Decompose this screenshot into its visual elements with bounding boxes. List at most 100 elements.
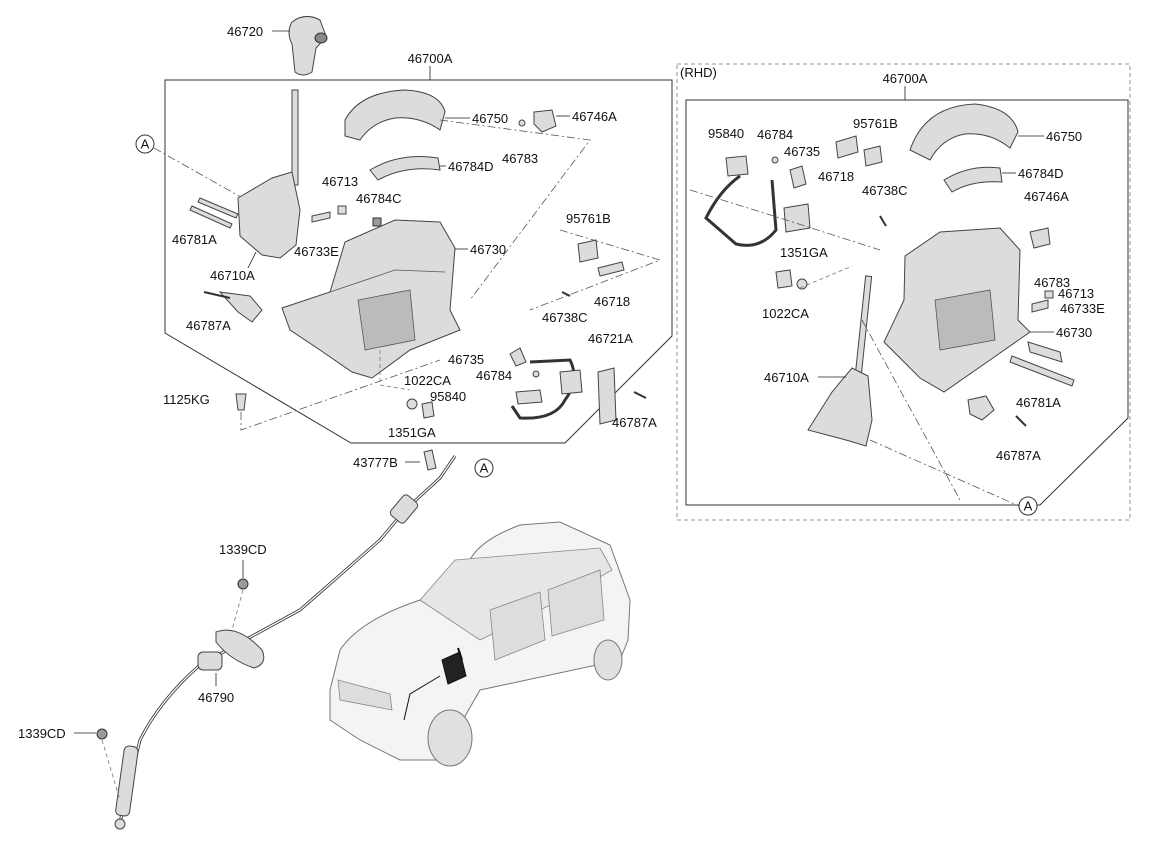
ref-marker-a-cable[interactable] xyxy=(474,458,494,478)
shift-cover[interactable] xyxy=(344,89,446,141)
rhd-cover[interactable] xyxy=(909,103,1019,161)
label-clip-18[interactable]: 46718 xyxy=(594,294,630,309)
rhd-label-pin-bar[interactable]: 46781A xyxy=(1016,395,1061,410)
rhd-pin-bar[interactable] xyxy=(1009,341,1075,387)
label-nut-lower[interactable]: 1339CD xyxy=(18,726,66,741)
rhd-label-sensor-b[interactable]: 95761B xyxy=(853,116,898,131)
rhd-label-bolt-c[interactable]: 46738C xyxy=(862,183,908,198)
rhd-label-bolt-a[interactable]: 46787A xyxy=(996,448,1041,463)
bolt-c[interactable] xyxy=(561,291,571,297)
rhd-nut[interactable] xyxy=(796,278,808,290)
rhd-switch[interactable] xyxy=(789,165,807,189)
label-pin-bar[interactable]: 46781A xyxy=(172,232,217,247)
rhd-sensor-b[interactable] xyxy=(863,145,883,167)
pin-bar[interactable] xyxy=(189,197,239,229)
shift-lever[interactable] xyxy=(237,89,301,259)
shift-cable[interactable] xyxy=(114,455,457,830)
bracket-a[interactable] xyxy=(597,367,617,425)
label-screw[interactable]: 1125KG xyxy=(163,392,210,407)
rhd-group-label[interactable]: 46700A xyxy=(883,71,928,86)
rhd-label-bracket-e[interactable]: 46733E xyxy=(1060,301,1105,316)
label-nut[interactable]: 1351GA xyxy=(388,425,436,440)
label-bushing[interactable]: 1022CA xyxy=(404,373,451,388)
shift-knob[interactable] xyxy=(288,16,328,76)
label-bolt-right[interactable]: 46787A xyxy=(612,415,657,430)
sensor-b[interactable] xyxy=(577,239,599,263)
nut-1339cd-lower[interactable] xyxy=(96,728,108,740)
left-assembly: 46700A A 46720 46710A 46781A 46750 xyxy=(135,16,673,444)
rhd-label-lever[interactable]: 46710A xyxy=(764,370,809,385)
label-pin-84[interactable]: 46784 xyxy=(476,368,512,383)
rhd-label-indicator[interactable]: 46784D xyxy=(1018,166,1064,181)
label-bracket-e[interactable]: 46733E xyxy=(294,244,339,259)
bushing-1022ca[interactable] xyxy=(421,401,435,419)
label-pin-c[interactable]: 46784C xyxy=(356,191,402,206)
rhd-indicator[interactable] xyxy=(943,166,1003,193)
label-nut-upper[interactable]: 1339CD xyxy=(219,542,267,557)
clip-46718[interactable] xyxy=(597,261,625,277)
rhd-label-pin-84[interactable]: 46784 xyxy=(757,127,793,142)
rhd-tag[interactable]: (RHD) xyxy=(680,65,717,80)
rhd-bush-a[interactable] xyxy=(1044,290,1054,299)
label-switch[interactable]: 46735 xyxy=(448,352,484,367)
label-cover-clip[interactable]: 46746A xyxy=(572,109,617,124)
rhd-label-cover-clip[interactable]: 46746A xyxy=(1024,189,1069,204)
indicator-plate[interactable] xyxy=(369,156,441,181)
rhd-bolt-c[interactable] xyxy=(879,215,887,227)
cable-clip[interactable] xyxy=(423,449,437,471)
rhd-label-cover[interactable]: 46750 xyxy=(1046,129,1082,144)
rhd-solenoid[interactable] xyxy=(704,155,811,247)
bolt-a[interactable] xyxy=(203,291,263,323)
label-clip-small[interactable]: 46783 xyxy=(502,151,538,166)
label-housing[interactable]: 46730 xyxy=(470,242,506,257)
label-cover[interactable]: 46750 xyxy=(472,111,508,126)
cable-bracket-46790[interactable] xyxy=(197,629,265,671)
rhd-lever[interactable] xyxy=(807,275,873,447)
label-cable-clip[interactable]: 43777B xyxy=(353,455,398,470)
label-lever[interactable]: 46710A xyxy=(210,268,255,283)
solenoid-harness[interactable] xyxy=(510,358,583,420)
label-bush-a[interactable]: 46713 xyxy=(322,174,358,189)
rhd-label-clip-18[interactable]: 46718 xyxy=(818,169,854,184)
rhd-label-bushing[interactable]: 1022CA xyxy=(762,306,809,321)
car-illustration xyxy=(329,521,631,767)
rhd-pin-84[interactable] xyxy=(771,156,779,164)
label-sensor-b[interactable]: 95761B xyxy=(566,211,611,226)
rhd-cover-clip[interactable] xyxy=(1029,227,1051,249)
switch-46735[interactable] xyxy=(509,347,527,367)
rhd-bracket-e[interactable] xyxy=(1031,299,1049,313)
bush-a[interactable] xyxy=(337,205,347,215)
label-cable-bracket[interactable]: 46790 xyxy=(198,690,234,705)
cover-clip[interactable] xyxy=(533,109,557,133)
rhd-bolt-a[interactable] xyxy=(967,395,1027,427)
ref-marker-a-rhd-label: A xyxy=(1024,499,1033,514)
nut-1339cd-upper[interactable] xyxy=(237,578,249,590)
rhd-label-switch[interactable]: 46735 xyxy=(784,144,820,159)
nut-1351ga[interactable] xyxy=(406,398,418,410)
label-solenoid[interactable]: 95840 xyxy=(430,389,466,404)
rhd-label-clip-small[interactable]: 46783 xyxy=(1034,275,1070,290)
rhd-housing[interactable] xyxy=(883,227,1031,393)
label-bracket-a[interactable]: 46721A xyxy=(588,331,633,346)
ref-marker-a-left[interactable] xyxy=(135,134,155,154)
label-bolt-a[interactable]: 46787A xyxy=(186,318,231,333)
left-group-label[interactable]: 46700A xyxy=(408,51,453,66)
screw-1125kg[interactable] xyxy=(235,393,247,411)
rhd-label-nut[interactable]: 1351GA xyxy=(780,245,828,260)
shifter-housing[interactable] xyxy=(281,219,461,379)
label-indicator[interactable]: 46784D xyxy=(448,159,494,174)
rhd-bushing[interactable] xyxy=(775,269,793,289)
rhd-clip-18[interactable] xyxy=(835,135,859,159)
bolt-right[interactable] xyxy=(633,391,647,399)
rhd-label-bush-a[interactable]: 46713 xyxy=(1058,286,1094,301)
rhd-label-solenoid[interactable]: 95840 xyxy=(708,126,744,141)
rhd-label-housing[interactable]: 46730 xyxy=(1056,325,1092,340)
label-bolt-c[interactable]: 46738C xyxy=(542,310,588,325)
bracket-e[interactable] xyxy=(311,211,331,223)
label-knob[interactable]: 46720 xyxy=(227,24,263,39)
ref-marker-a-left-label: A xyxy=(141,137,150,152)
rhd-assembly-outline xyxy=(685,99,1129,506)
small-clip[interactable] xyxy=(518,119,526,127)
pin-46784[interactable] xyxy=(532,370,540,378)
pin-c[interactable] xyxy=(372,217,382,227)
